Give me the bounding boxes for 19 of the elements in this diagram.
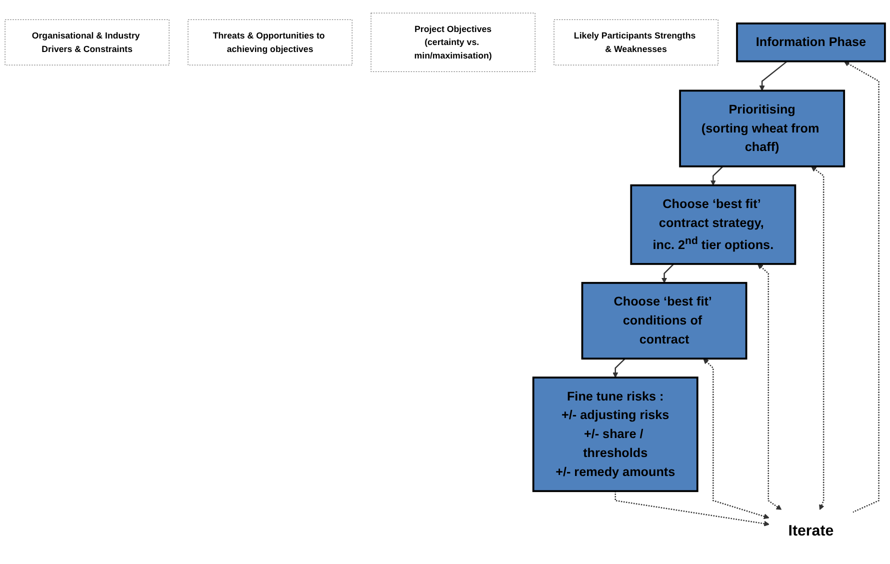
node-box: Organisational & Industry Drivers & Constraints	[4, 18, 170, 66]
arrow	[844, 60, 880, 512]
node-text: Iterate	[788, 522, 834, 539]
arrow	[662, 263, 674, 283]
arrow	[757, 263, 782, 510]
node-box: Choose ‘best fit’ conditions of contract	[581, 282, 748, 360]
arrow	[759, 60, 788, 91]
node-box: Threats & Opportunities to achieving objectives	[188, 18, 352, 66]
arrow	[710, 166, 724, 186]
node-box: Prioritising (sorting wheat from chaff)	[679, 89, 846, 167]
arrow	[811, 166, 824, 510]
arrow	[612, 358, 626, 378]
node-box: Fine tune risks : +/- adjusting risks +/- share / thresholds +/- remedy amounts	[532, 376, 698, 492]
arrow	[703, 358, 770, 519]
node-box: Choose ‘best fit’ contract strategy, inc. 2$^{nd}$ tier options.	[630, 184, 796, 265]
node-box: Likely Participants Strengths & Weaknesses	[554, 18, 718, 66]
node-box: Information Phase	[736, 22, 886, 62]
node-box: Project Objectives (certainty vs. min/maximisation)	[370, 12, 536, 72]
arrow	[614, 490, 770, 526]
